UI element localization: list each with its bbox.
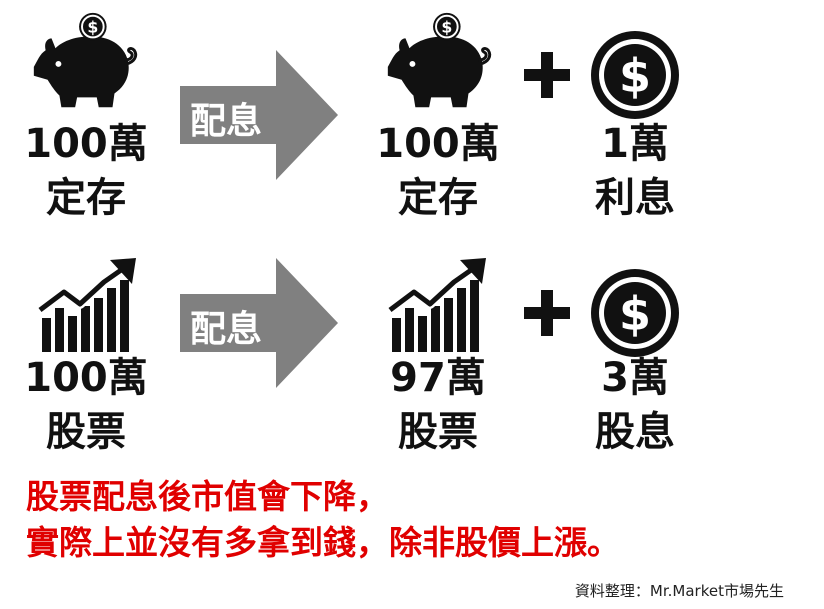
piggy-bank-icon <box>378 12 496 112</box>
row2-right-amount: 97萬 <box>390 355 486 401</box>
plus-icon <box>524 290 570 336</box>
caption-line-2: 實際上並沒有多拿到錢，除非股價上漲。 <box>26 523 620 562</box>
row1-left-amount: 100萬 <box>24 121 148 167</box>
dollar-coin-icon <box>590 30 680 120</box>
row1-bonus-amount: 1萬 <box>601 121 669 167</box>
row2-right-type: 股票 <box>398 409 478 455</box>
row2-bonus-amount: 3萬 <box>601 355 669 401</box>
row2-arrow-label: 配息 <box>190 309 263 350</box>
dollar-coin-icon <box>590 268 680 358</box>
row1-arrow-label: 配息 <box>190 101 263 142</box>
growth-chart-icon <box>38 258 138 354</box>
row1-bonus-type: 利息 <box>595 175 675 221</box>
row1-right-amount: 100萬 <box>376 121 500 167</box>
row2-bonus-type: 股息 <box>595 409 675 455</box>
plus-icon <box>524 52 570 98</box>
row2-left-type: 股票 <box>46 409 126 455</box>
caption-line-1: 股票配息後市值會下降， <box>26 477 389 516</box>
source-credit: 資料整理：Mr.Market市場先生 <box>574 582 784 600</box>
row1-left-type: 定存 <box>46 175 126 221</box>
row1-right-type: 定存 <box>398 175 478 221</box>
row2-left-amount: 100萬 <box>24 355 148 401</box>
piggy-bank-icon <box>24 12 142 112</box>
growth-chart-icon <box>388 258 488 354</box>
